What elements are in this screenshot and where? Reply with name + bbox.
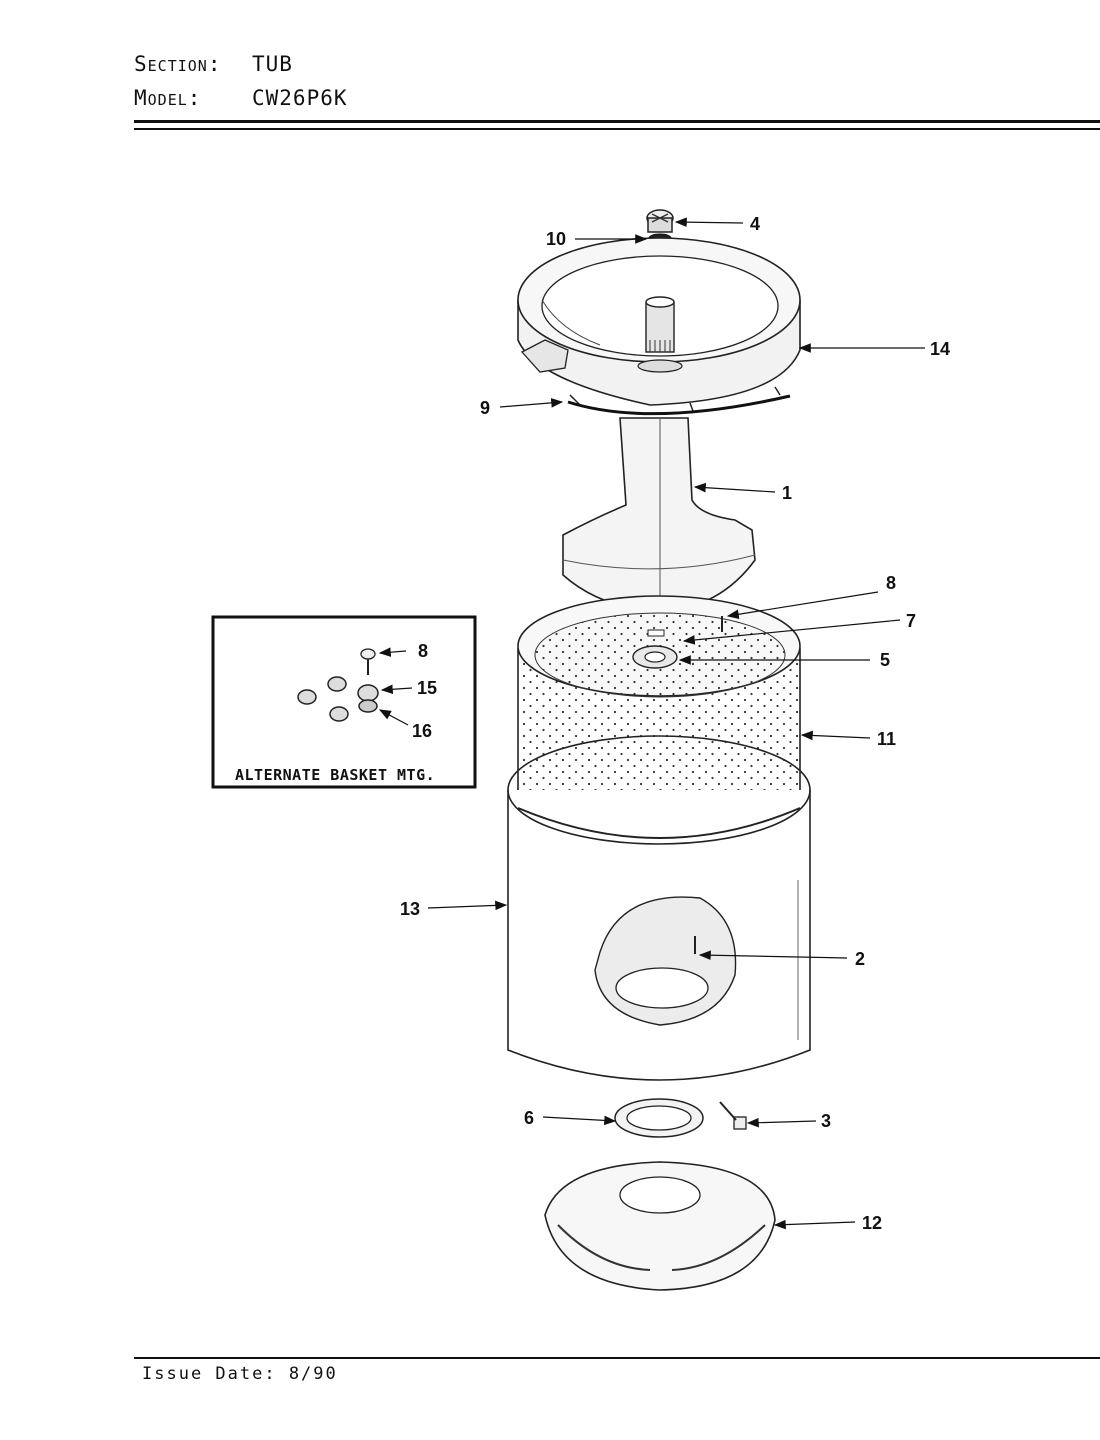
callout-1: 1: [782, 483, 792, 503]
section-value: TUB: [252, 52, 293, 76]
tub-bolt: [719, 1101, 747, 1130]
agitator: [562, 417, 756, 613]
callout-7: 7: [906, 611, 916, 631]
callout-2: 2: [855, 949, 865, 969]
tub-ring-seal: [567, 394, 791, 416]
callout-11: 11: [877, 729, 896, 749]
model-value: CW26P6K: [252, 86, 348, 110]
tub-seal-gasket: [614, 1098, 704, 1138]
tub-support-plate: [544, 1161, 776, 1291]
callout-10: 10: [546, 229, 566, 249]
section-row: Section: TUB: [134, 52, 293, 76]
header-rule-top: [134, 120, 1100, 123]
outer-tub: [507, 735, 811, 1081]
callout-3: 3: [821, 1111, 831, 1131]
inset-screw: [360, 648, 376, 675]
model-label: Model:: [134, 86, 202, 110]
agitator-cap: [646, 209, 674, 233]
wash-basket: [517, 595, 801, 836]
callout-13: 13: [400, 899, 420, 919]
callout-12: 12: [862, 1213, 882, 1233]
callout-5: 5: [880, 650, 890, 670]
footer-rule: [134, 1357, 1100, 1359]
issue-date: Issue Date: 8/90: [142, 1364, 338, 1384]
alternate-basket-mounting-inset: ALTERNATE BASKET MTG. 8 15 16: [211, 615, 477, 789]
agitator-shaft: [637, 296, 683, 373]
callout-4: 4: [750, 214, 760, 234]
callout-8: 8: [886, 573, 896, 593]
callout-labels: 4 10 14 9 1 8 7 5 11 13 2 6 3 12: [400, 214, 950, 1233]
inset-callout-15: 15: [417, 678, 437, 698]
section-label: Section:: [134, 52, 222, 76]
callout-leaders: [427, 217, 925, 1230]
model-row: Model: CW26P6K: [134, 86, 348, 110]
inset-title: ALTERNATE BASKET MTG.: [235, 766, 435, 784]
inset-callout-8: 8: [418, 641, 428, 661]
callout-6: 6: [524, 1108, 534, 1128]
inset-grommets: [297, 676, 379, 722]
callout-14: 14: [930, 339, 950, 359]
callout-9: 9: [480, 398, 490, 418]
header-rule-bottom: [134, 128, 1100, 130]
inset-callout-16: 16: [412, 721, 432, 741]
